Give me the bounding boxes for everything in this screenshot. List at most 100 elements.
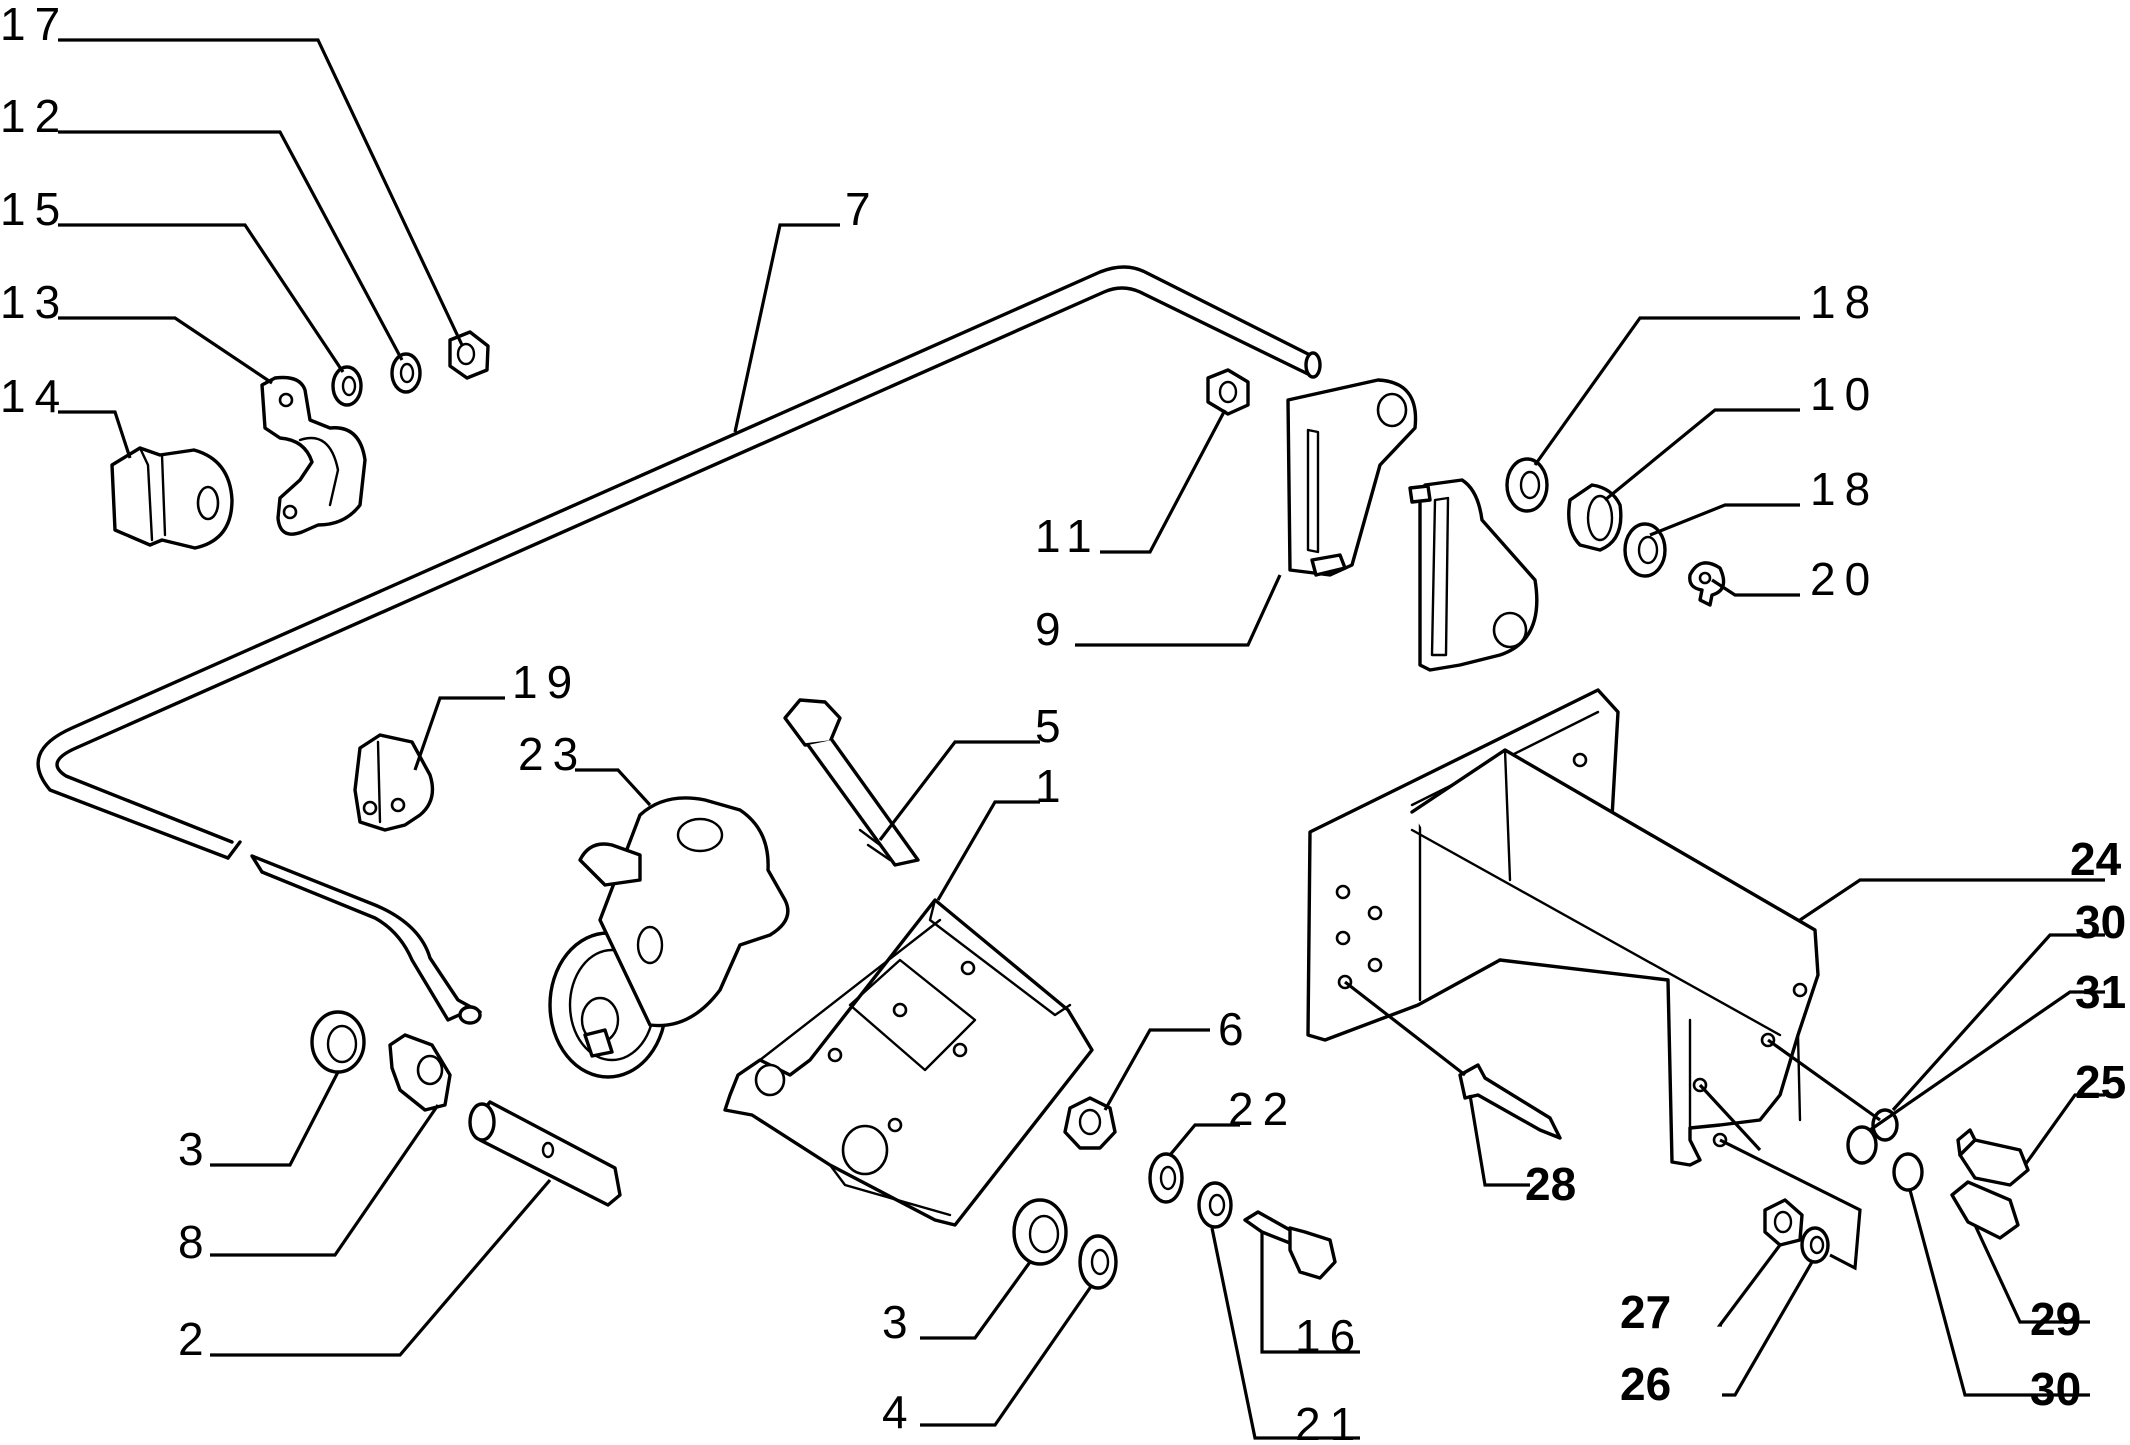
part-15-washer <box>331 365 363 407</box>
label-4: 4 <box>882 1386 917 1438</box>
label-6: 6 <box>1218 1003 1253 1055</box>
label-21: 21 <box>1295 1398 1364 1445</box>
label-2: 2 <box>178 1313 213 1365</box>
leader-2 <box>210 1178 552 1357</box>
part-19-clamp <box>353 733 435 832</box>
label-30a: 30 <box>2075 896 2126 948</box>
leader-15 <box>58 223 345 373</box>
part-2-pin <box>468 1100 622 1207</box>
alignment-line-rivet <box>1344 980 1466 1077</box>
label-27: 27 <box>1620 1286 1671 1338</box>
part-17-nut <box>448 330 490 380</box>
leader-11 <box>1100 409 1227 554</box>
label-20: 20 <box>1810 553 1879 605</box>
label-24: 24 <box>2070 833 2122 885</box>
label-13: 13 <box>0 276 69 328</box>
part-3-bushing-2 <box>1012 1198 1068 1266</box>
part-3-bushing <box>310 1010 366 1074</box>
part-16-bolt <box>1243 1210 1337 1280</box>
leader-9 <box>1075 574 1282 647</box>
leader-29 <box>1973 1224 2090 1324</box>
part-14-bushing <box>110 446 234 550</box>
part-27-nut <box>1763 1198 1804 1247</box>
leader-31 <box>1869 990 2105 1132</box>
leader-19 <box>413 696 505 771</box>
label-19: 19 <box>512 656 581 708</box>
part-20-clip <box>1688 561 1726 607</box>
leader-24 <box>1799 878 2105 922</box>
part-4-washer <box>1078 1234 1118 1290</box>
part-7-stabilizer-bar <box>36 265 1322 1025</box>
label-18a: 18 <box>1810 276 1879 328</box>
label-22: 22 <box>1228 1083 1297 1135</box>
alignment-line-nut <box>1719 1138 1862 1271</box>
leader-26 <box>1722 1261 1814 1397</box>
label-3b: 3 <box>882 1296 917 1348</box>
leader-23 <box>575 768 652 807</box>
label-16: 16 <box>1295 1310 1364 1362</box>
part-12-washer <box>390 352 422 394</box>
label-8: 8 <box>178 1216 213 1268</box>
label-11: 11 <box>1035 510 1101 562</box>
part-23-pump <box>548 796 790 1079</box>
part-5-bolt <box>783 698 920 867</box>
label-5: 5 <box>1035 700 1070 752</box>
leader-1 <box>936 800 1040 901</box>
part-8-plate <box>388 1033 452 1112</box>
label-18b: 18 <box>1810 463 1879 515</box>
part-6-nut <box>1063 1096 1117 1150</box>
leader-4 <box>920 1284 1094 1427</box>
leader-30b <box>1908 1189 2090 1397</box>
part-10-bushing <box>1567 483 1623 552</box>
leader-21 <box>1210 1227 1360 1440</box>
part-9-link-brackets <box>1286 378 1539 672</box>
part-30-washer-2 <box>1892 1152 1924 1192</box>
leader-3a <box>210 1071 340 1167</box>
leader-20 <box>1711 578 1800 597</box>
part-24-crossmember <box>1306 688 1820 1167</box>
leader-8 <box>210 1104 440 1257</box>
label-25: 25 <box>2075 1056 2126 1108</box>
part-18-washer-2 <box>1623 522 1667 578</box>
label-29: 29 <box>2030 1293 2081 1345</box>
leader-22 <box>1168 1123 1240 1157</box>
label-23: 23 <box>518 728 587 780</box>
part-1-mount-bracket <box>723 898 1094 1227</box>
label-7: 7 <box>845 183 880 235</box>
leader-14 <box>58 410 132 459</box>
leader-6 <box>1103 1028 1210 1111</box>
alignment-line-bolt-2 <box>1698 1083 1762 1152</box>
leader-10 <box>1603 408 1800 502</box>
leader-17 <box>58 38 464 346</box>
label-26: 26 <box>1620 1358 1671 1410</box>
part-26-washer <box>1800 1226 1830 1264</box>
label-3a: 3 <box>178 1123 213 1175</box>
leader-30a <box>1891 933 2105 1112</box>
leader-13 <box>58 316 273 385</box>
label-9: 9 <box>1035 603 1070 655</box>
part-29-bolt <box>1950 1180 2020 1240</box>
leader-28 <box>1468 1094 1530 1187</box>
part-11-nut <box>1206 368 1250 416</box>
part-22-washer <box>1148 1152 1184 1204</box>
part-21-lock-washer <box>1197 1181 1233 1229</box>
label-10: 10 <box>1810 368 1879 420</box>
label-1: 1 <box>1035 760 1070 812</box>
leader-5 <box>878 740 1040 841</box>
leader-lines <box>58 38 2105 1440</box>
part-25-bolt <box>1956 1128 2030 1187</box>
part-13-clamp <box>260 375 367 536</box>
leader-7 <box>733 223 840 433</box>
leader-12 <box>58 130 404 361</box>
label-17: 17 <box>0 0 69 50</box>
part-31-washer <box>1846 1125 1878 1165</box>
label-15: 15 <box>0 183 69 235</box>
label-14: 14 <box>0 370 69 422</box>
label-28: 28 <box>1525 1158 1576 1210</box>
leader-27 <box>1716 1244 1782 1327</box>
label-12: 12 <box>0 90 69 142</box>
label-31: 31 <box>2075 966 2126 1018</box>
